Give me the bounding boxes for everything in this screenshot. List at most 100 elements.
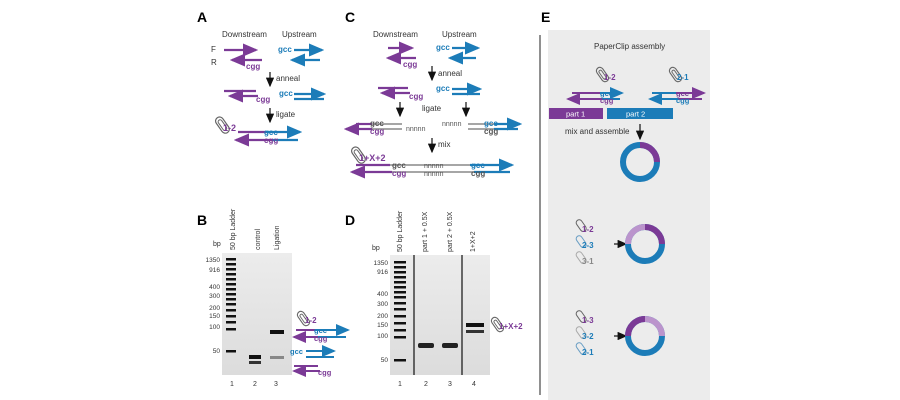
ladder-band [394, 271, 406, 274]
ladder-band [394, 296, 406, 299]
clip-label: 1-2 [223, 123, 236, 133]
ladder-labels-d: 1350 916 400 300 200 150 100 50 [374, 260, 389, 364]
ladder-tick: 200 [377, 313, 388, 320]
ladder-tick: 300 [377, 301, 388, 308]
cgg-overhang: cgg [676, 96, 690, 105]
clip-label: 2-3 [582, 241, 594, 250]
downstream-label: Downstream [373, 30, 418, 39]
gcc-overhang: gcc [392, 161, 406, 170]
cgg-overhang: cgg [403, 60, 417, 69]
clip-label: 2-1 [582, 348, 594, 357]
bp-label: bp [213, 241, 221, 248]
ladder-tick: 1350 [206, 257, 221, 264]
forward-label: F [211, 45, 216, 54]
part1-label: part 1 [566, 110, 585, 119]
ladder-tick: 400 [209, 284, 220, 291]
panel-a-letter: A [197, 9, 207, 25]
ladder-band [226, 273, 236, 276]
ladder-bands-b [226, 258, 236, 353]
ladder-band [394, 315, 406, 318]
part2-label: part 2 [626, 110, 645, 119]
plasmid-segment-part1 [644, 224, 665, 245]
mix-label: mix [438, 140, 450, 149]
assembly-band [466, 323, 484, 327]
ladder-tick: 916 [377, 269, 388, 276]
ladder-band [226, 315, 236, 318]
cgg-overhang: cgg [246, 62, 260, 71]
ladder-tick: 400 [377, 291, 388, 298]
gcc-overhang: gcc [484, 119, 498, 128]
paperclip-icon [575, 251, 587, 264]
clip-set-2: 1-3 3-2 2-1 [575, 310, 594, 357]
assembly-band [466, 330, 484, 333]
panel-e: E PaperClip assembly 1-2 gcc cgg 2-1 gcc… [539, 9, 710, 400]
ladder-tick: 50 [381, 357, 389, 364]
ladder-band [394, 308, 406, 311]
lane-numbers-d: 1 2 3 4 [398, 381, 476, 388]
plasmid-segment-part3 [625, 224, 646, 245]
ladder-band [226, 283, 236, 286]
lane-label: 1+X+2 [470, 231, 477, 252]
panel-a: A Downstream Upstream F R cgg gcc anneal… [197, 9, 327, 147]
ligate-label: ligate [422, 104, 442, 113]
cgg-overhang: cgg [600, 96, 614, 105]
part2-bar [607, 108, 673, 119]
ladder-band [226, 263, 236, 266]
bp-label: bp [372, 245, 380, 252]
ladder-tick: 300 [209, 293, 220, 300]
gel-d [390, 255, 490, 375]
lane-number: 1 [398, 381, 402, 388]
ligation-band [270, 330, 284, 334]
cgg-overhang: cgg [471, 169, 485, 178]
panel-d-letter: D [345, 212, 355, 228]
ladder-tick: 1350 [374, 260, 389, 267]
gcc-overhang: gcc [278, 45, 292, 54]
lane-number: 3 [448, 381, 452, 388]
cgg-overhang: cgg [409, 92, 423, 101]
panel-b: B bp 50 bp Ladder control Ligation 1350 … [197, 208, 350, 388]
clip-label: 1-2 [582, 225, 594, 234]
paperclip-icon [575, 326, 587, 339]
gcc-overhang: gcc [676, 89, 689, 98]
ladder-band [226, 293, 236, 296]
gcc-overhang: gcc [370, 119, 384, 128]
lane-number: 2 [253, 381, 257, 388]
cgg-overhang: cgg [264, 136, 278, 145]
paperclip-icon [595, 66, 610, 83]
cgg-overhang: cgg [392, 169, 406, 178]
lane-label: 50 bp Ladder [230, 208, 237, 250]
ladder-tick: 916 [209, 267, 220, 274]
clip-label: 3-2 [582, 332, 594, 341]
lane-numbers-b: 1 2 3 [230, 381, 278, 388]
ladder-band [226, 268, 236, 271]
ladder-tick: 100 [209, 324, 220, 331]
clip-label: 1-2 [604, 73, 616, 82]
cgg-overhang: cgg [370, 127, 384, 136]
gcc-overhang: gcc [264, 128, 278, 137]
cgg-overhang: cgg [314, 334, 328, 343]
clip-label: 1-2 [305, 316, 317, 325]
ladder-band [226, 303, 236, 306]
reverse-label: R [211, 58, 217, 67]
clip-label: 1+X+2 [359, 153, 386, 163]
ladder-band [394, 302, 406, 305]
ladder-band [394, 281, 406, 284]
mix-label: mix and assemble [565, 127, 630, 136]
lane-label: 50 bp Ladder [397, 210, 404, 252]
ladder-band [394, 266, 406, 269]
clip-set-1: 1-2 2-3 3-1 [575, 219, 594, 266]
cgg-overhang: cgg [256, 95, 270, 104]
ladder-tick: 150 [209, 313, 220, 320]
lane-number: 4 [472, 381, 476, 388]
panel-b-letter: B [197, 212, 207, 228]
ladder-band [226, 258, 236, 261]
ladder-band [226, 298, 236, 301]
ladder-band [226, 350, 236, 353]
ladder-tick: 150 [377, 322, 388, 329]
part1-bar [549, 108, 603, 119]
panel-e-letter: E [541, 9, 550, 25]
plasmid-segment-part3 [644, 316, 665, 337]
ladder-band [394, 329, 406, 332]
gcc-overhang: gcc [314, 326, 327, 335]
ladder-band [394, 261, 406, 264]
